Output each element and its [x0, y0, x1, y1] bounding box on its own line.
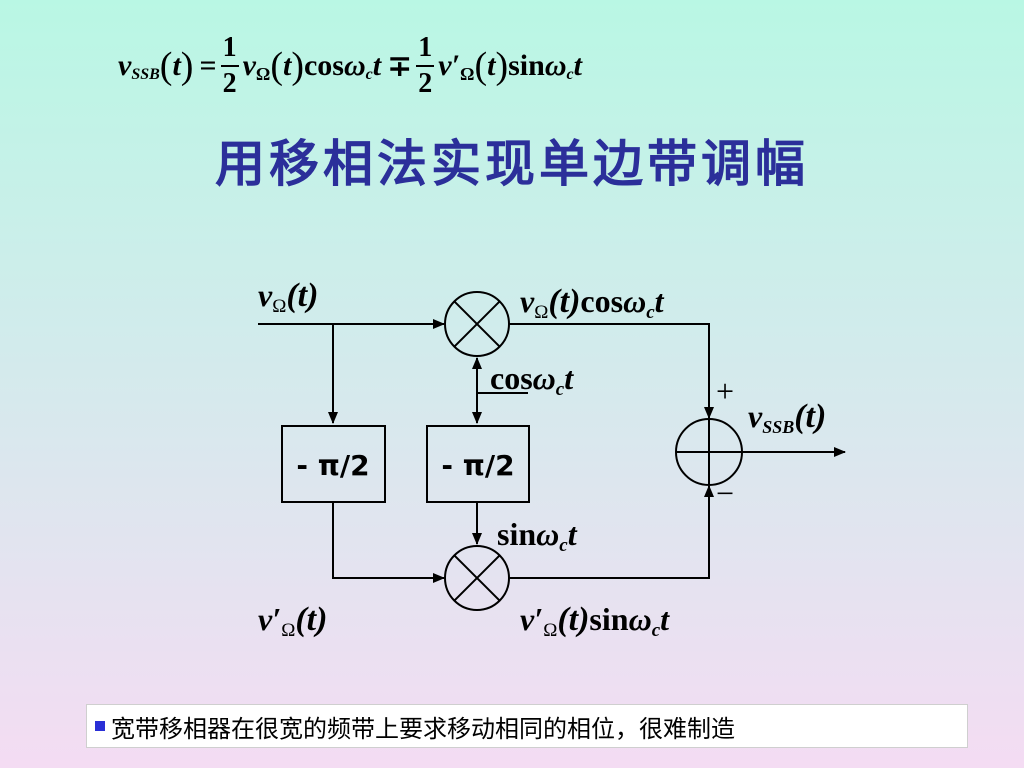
formula-lhs-arg: t	[172, 49, 181, 82]
formula-term1-v: v	[242, 49, 256, 82]
lower-product-wire	[509, 485, 714, 579]
minus-sign: −	[716, 475, 734, 511]
formula-term2-v: v′	[438, 49, 461, 82]
plus-sign: +	[716, 373, 734, 409]
sin-carrier-label: sinωct	[497, 516, 578, 556]
lower-multiplier	[444, 545, 510, 611]
input-label: vΩ(t)	[258, 277, 318, 317]
lower-product-label: v′Ω(t)sinωct	[520, 601, 670, 641]
bullet-icon	[95, 721, 105, 731]
footnote-text: 宽带移相器在很宽的频带上要求移动相同的相位，很难制造	[111, 714, 735, 743]
formula-half-2: 1 2	[416, 32, 435, 99]
footnote: 宽带移相器在很宽的频带上要求移动相同的相位，很难制造	[86, 704, 968, 748]
carrier-label: cosωct	[490, 360, 574, 400]
shifted-signal-wire	[332, 502, 445, 583]
formula-cos: cos	[303, 49, 344, 82]
upper-product-wire	[509, 323, 714, 419]
formula-half-1: 1 2	[220, 32, 239, 99]
formula-minus-plus: ∓	[387, 49, 413, 83]
shifted-signal-label: v′Ω(t)	[258, 601, 327, 641]
formula-term1-sub: Ω	[255, 63, 271, 84]
phase-shifter-label-2: - π/2	[441, 449, 514, 482]
formula-lhs-sub: SSB	[131, 66, 160, 83]
phase-shifter-label-1: - π/2	[296, 449, 369, 482]
ssb-formula: v SSB (t) = 1 2 v Ω (t) cos ω c t ∓ 1 2 …	[118, 32, 582, 99]
upper-multiplier	[444, 291, 510, 357]
formula-equals: =	[199, 49, 217, 82]
output-label: vSSB(t)	[748, 398, 826, 437]
formula-lhs-v: v	[118, 49, 132, 82]
upper-product-label: vΩ(t)cosωct	[520, 283, 665, 323]
slide-title: 用移相法实现单边带调幅	[215, 135, 809, 193]
formula-sin: sin	[508, 49, 545, 82]
